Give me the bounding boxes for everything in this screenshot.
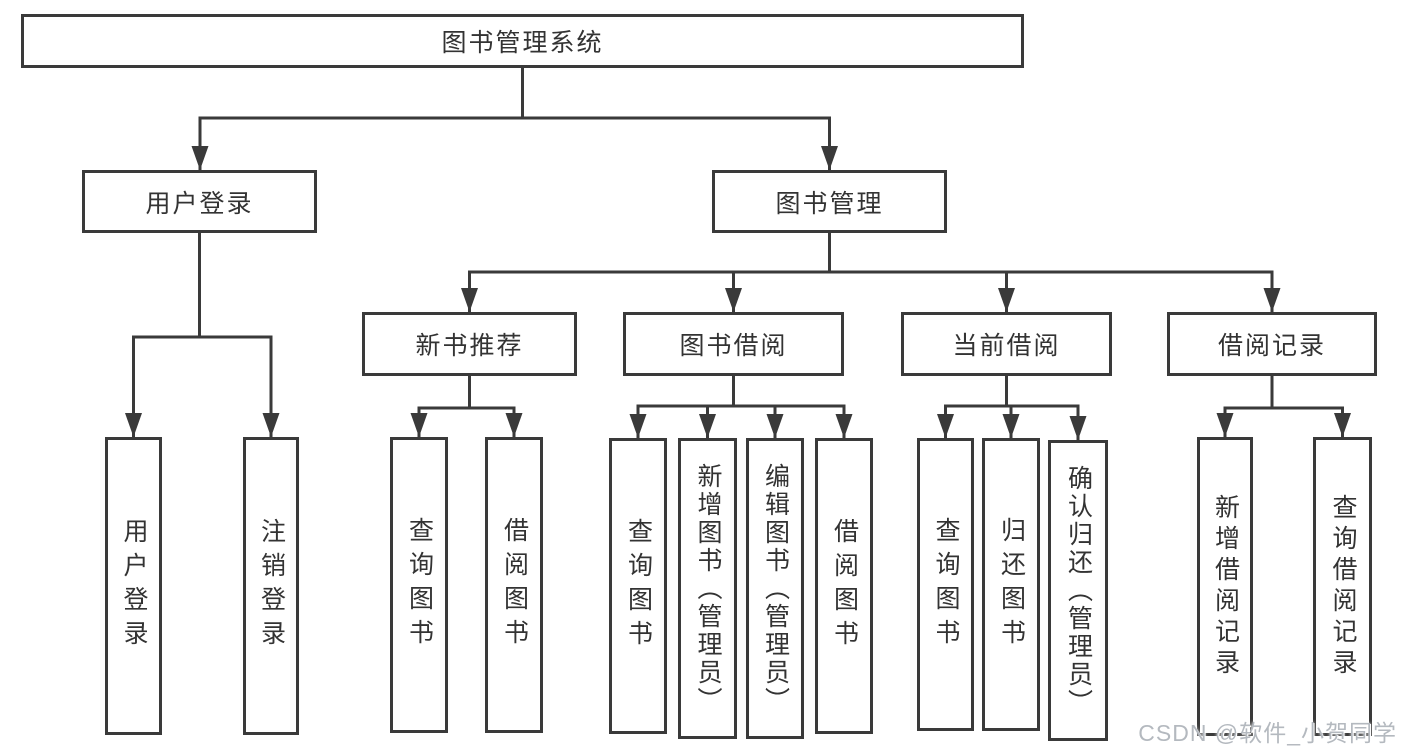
leaf-rec-borrow-books: 借阅图书: [485, 437, 543, 733]
node-label: 查询图书: [624, 518, 653, 654]
node-label: 新增图书（管理员）: [694, 462, 722, 715]
leaf-current-return-books: 归还图书: [982, 438, 1040, 731]
node-label: 图书管理: [775, 189, 884, 218]
leaf-user-login: 用户登录: [105, 437, 162, 735]
node-label: 用户登录: [120, 518, 148, 654]
node-label: 确认归还（管理员）: [1064, 464, 1093, 717]
node-label: 查询图书: [932, 516, 960, 653]
leaf-current-confirm-return-admin: 确认归还（管理员）: [1048, 440, 1108, 741]
arrowheads: [125, 146, 1351, 440]
node-label: 借阅记录: [1217, 332, 1326, 360]
leaf-records-add-record: 新增借阅记录: [1197, 437, 1253, 736]
node-label: 用户登录: [145, 189, 254, 218]
node-label: 图书管理系统: [441, 29, 604, 57]
node-new-book-recommendation: 新书推荐: [362, 312, 577, 376]
node-book-borrowing: 图书借阅: [623, 312, 844, 376]
leaf-logout: 注销登录: [243, 437, 299, 735]
node-label: 归还图书: [997, 516, 1026, 653]
node-label: 查询借阅记录: [1329, 493, 1357, 680]
node-user-login: 用户登录: [82, 170, 317, 233]
node-label: 新书推荐: [415, 332, 524, 360]
node-book-management: 图书管理: [712, 170, 947, 233]
csdn-watermark: CSDN @软件_小贺同学: [1138, 720, 1397, 746]
node-borrowing-records: 借阅记录: [1167, 312, 1377, 376]
leaf-records-query-record: 查询借阅记录: [1313, 437, 1372, 736]
node-label: 新增借阅记录: [1211, 493, 1240, 680]
leaf-borrow-query-books: 查询图书: [609, 438, 667, 734]
node-label: 注销登录: [257, 518, 286, 654]
node-label: 查询图书: [405, 517, 434, 653]
node-current-borrowing: 当前借阅: [901, 312, 1112, 376]
node-label: 借阅图书: [830, 518, 859, 654]
node-label: 借阅图书: [500, 517, 529, 653]
node-label: 图书借阅: [679, 332, 788, 360]
node-label: 编辑图书（管理员）: [761, 462, 790, 715]
node-label: 当前借阅: [952, 332, 1061, 360]
node-root-system: 图书管理系统: [21, 14, 1024, 68]
leaf-rec-query-books: 查询图书: [390, 437, 448, 733]
leaf-borrow-add-books-admin: 新增图书（管理员）: [678, 438, 737, 739]
leaf-borrow-borrow-books: 借阅图书: [815, 438, 873, 734]
leaf-current-query-books: 查询图书: [917, 438, 974, 731]
leaf-borrow-edit-books-admin: 编辑图书（管理员）: [746, 438, 804, 739]
